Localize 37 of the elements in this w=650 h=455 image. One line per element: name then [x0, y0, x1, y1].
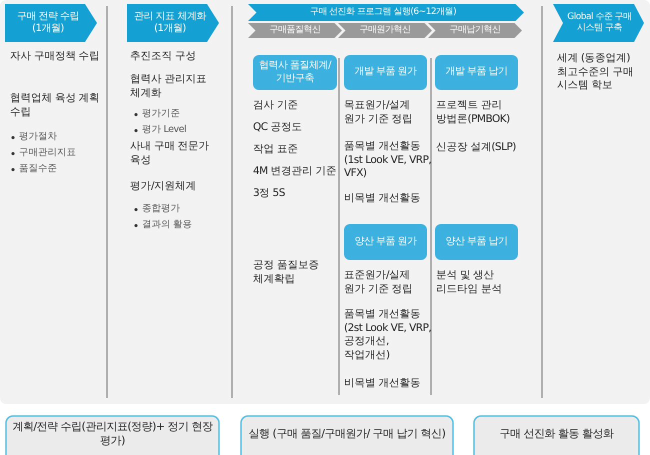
text-item: 품목별 개선활동 (2st Look VE, VRP, 공정개선, 작업개선) [344, 308, 432, 363]
text-item: 검사 기준 [253, 99, 299, 113]
text-item: 비목별 개선활동 [344, 192, 422, 206]
text-item: QC 공정도 [253, 121, 303, 135]
chevron-tab: 구매납기혁신 [428, 23, 522, 38]
text-item: 작업 표준 [253, 143, 299, 157]
text-item: 자사 구매정책 수립 [10, 50, 101, 64]
text-item: 3정 5S [253, 187, 286, 201]
text-item: 분석 및 생산 리드타임 분석 [436, 269, 503, 296]
category-box: 양산 부품 납기 [435, 224, 518, 260]
category-box: 개발 부품 납기 [435, 55, 518, 90]
text-item: 평가/지원체계 [130, 180, 198, 194]
summary-box: 계획/전략 수립(관리지표(정량)+ 정기 현장 평가) [5, 415, 220, 455]
text-item: 세계 (동종업계) 최고수준의 구매 시스템 학보 [557, 52, 634, 93]
category-box: 협력사 품질체계/ 기반구축 [253, 55, 337, 90]
category-box: 양산 부품 원가 [344, 224, 427, 260]
chevron-banner: Global 수준 구매 시스템 구축 [553, 4, 644, 42]
text-item: 비목별 개선활동 [344, 377, 422, 391]
chevron-tab: 구매원가혁신 [338, 23, 432, 38]
summary-box: 실행 (구매 품질/구매원가/ 구매 납기 혁신) [240, 415, 454, 455]
text-item: 4M 변경관리 기준 [253, 165, 338, 179]
chevron-banner: 관리 지표 체계화(1개월) [127, 4, 219, 42]
text-item: 표준원가/실제 원가 기준 정립 [344, 269, 414, 296]
category-box: 개발 부품 원가 [344, 55, 427, 90]
text-item: 공정 품질보증 체계확립 [253, 259, 320, 286]
text-item: 추진조직 구성 [130, 50, 197, 64]
chevron-banner: 구매 전략 수립(1개월) [5, 4, 97, 42]
text-item: 품목별 개선활동 (1st Look VE, VRP, VFX) [344, 140, 432, 181]
text-item: 목표원가/설계 원가 기준 정립 [344, 99, 414, 126]
chevron-tab: 구매품질혁신 [248, 23, 342, 38]
text-item: 사내 구매 전문가 육성 [130, 140, 210, 168]
text-item: 프로젝트 관리 방법론(PMBOK) [436, 99, 511, 126]
text-item: 협력사 관리지표 체계화 [130, 73, 208, 100]
chevron-banner: 구매 선진화 프로그램 실행(6~12개월) [248, 4, 524, 21]
summary-box: 구매 선진화 활동 활성화 [473, 415, 640, 455]
text-item: 신공장 설계(SLP) [436, 141, 517, 155]
text-item: 협력업체 육성 계획 수립 [10, 92, 101, 120]
